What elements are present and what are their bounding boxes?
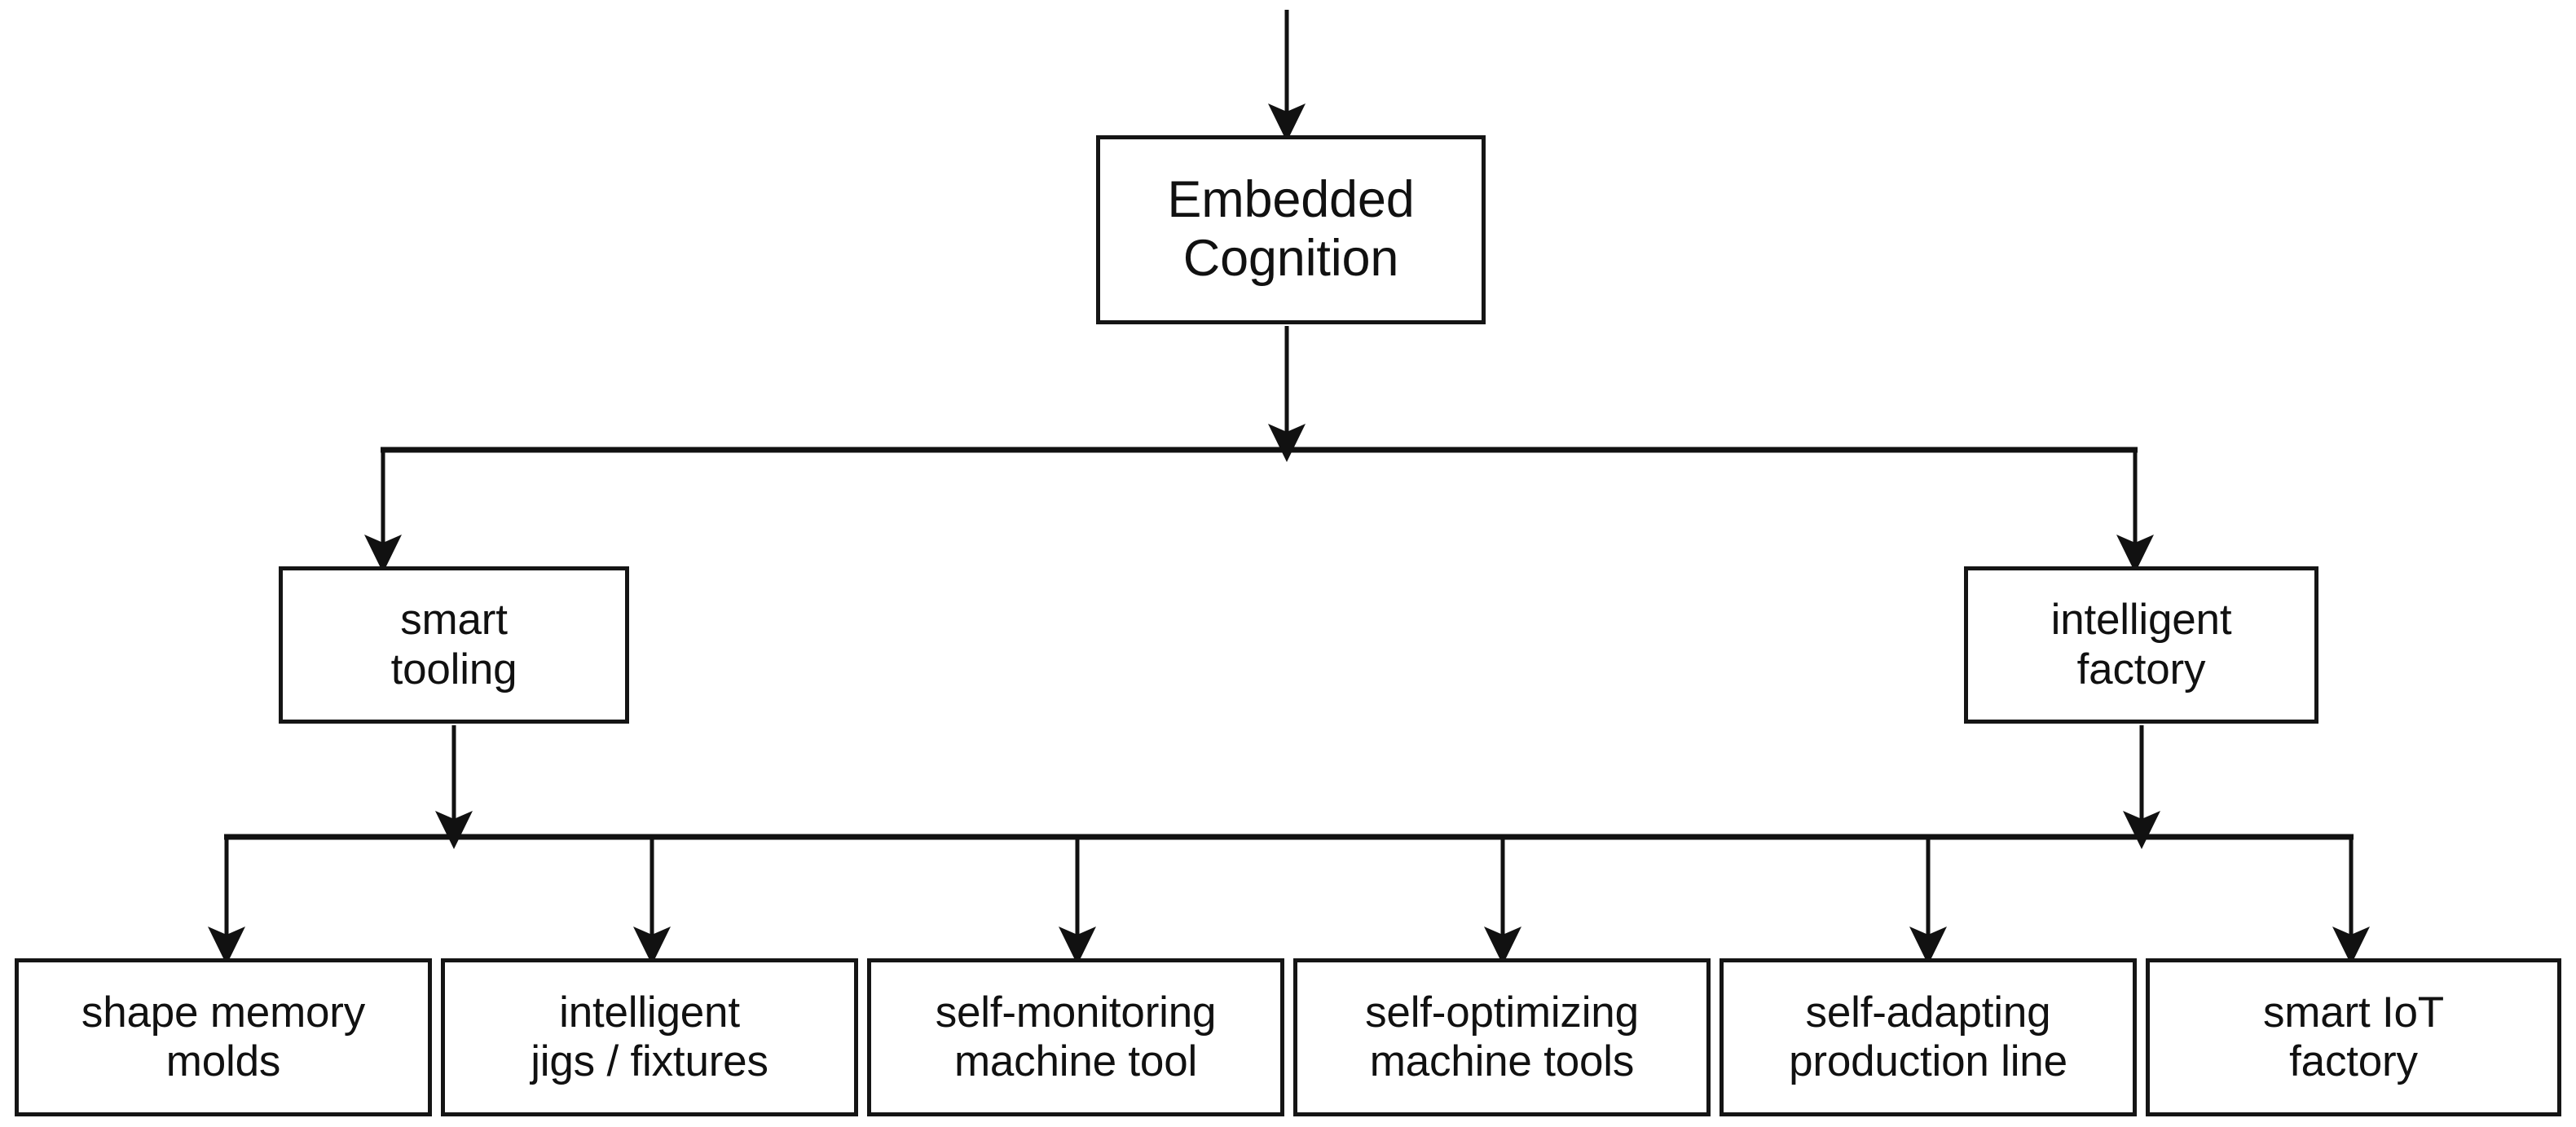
node-self-monitoring-machine-tool[interactable]: self-monitoring machine tool [867, 958, 1284, 1116]
node-self-adapting-production-line[interactable]: self-adapting production line [1720, 958, 2137, 1116]
node-label-intelligent-factory: intelligent factory [2050, 596, 2232, 693]
node-intelligent-factory[interactable]: intelligent factory [1964, 566, 2318, 724]
node-label-smart-iot-factory: smart IoT factory [2262, 988, 2444, 1085]
node-intelligent-jigs-fixtures[interactable]: intelligent jigs / fixtures [441, 958, 858, 1116]
node-self-optimizing-machine-tools[interactable]: self-optimizing machine tools [1293, 958, 1711, 1116]
node-embedded-cognition[interactable]: Embedded Cognition [1096, 135, 1486, 324]
node-label-self-monitoring-machine-tool: self-monitoring machine tool [935, 988, 1217, 1085]
connector-bus-level3 [208, 834, 2370, 966]
node-label-self-adapting-production-line: self-adapting production line [1789, 988, 2067, 1085]
connector-l2-to-bus3 [435, 725, 2160, 850]
node-shape-memory-molds[interactable]: shape memory molds [15, 958, 432, 1116]
node-smart-iot-factory[interactable]: smart IoT factory [2146, 958, 2561, 1116]
node-label-embedded-cognition: Embedded Cognition [1167, 171, 1415, 287]
node-label-self-optimizing-machine-tools: self-optimizing machine tools [1365, 988, 1639, 1085]
node-label-shape-memory-molds: shape memory molds [81, 988, 366, 1085]
connector-bus-level2 [364, 447, 2154, 574]
node-label-smart-tooling: smart tooling [390, 596, 517, 693]
node-smart-tooling[interactable]: smart tooling [279, 566, 629, 724]
node-label-intelligent-jigs-fixtures: intelligent jigs / fixtures [531, 988, 768, 1085]
